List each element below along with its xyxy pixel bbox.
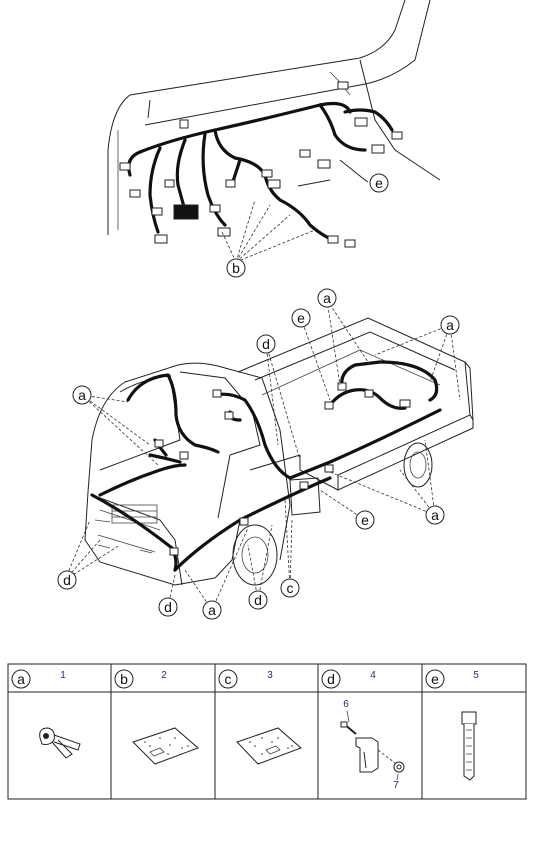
pad-part-icon-c	[236, 727, 302, 765]
table-header-number-3: 3	[267, 670, 273, 681]
upper-harness-view: e b	[107, 0, 441, 278]
table-header-number-4: 4	[370, 670, 376, 681]
connector-group-truck	[154, 382, 411, 556]
sub-number-6: 6	[343, 699, 349, 710]
parts-table: a 1 b 2 c 3 d 4 e 5	[7, 663, 527, 800]
sub-number-7: 7	[393, 780, 399, 791]
callout-truck-e-2: e	[361, 512, 369, 528]
table-header-letter-e: e	[431, 671, 439, 687]
table-header-number-1: 1	[60, 670, 66, 681]
truck-harness-view: a a a a a e e d d d d c	[57, 288, 474, 620]
table-header-number-5: 5	[473, 670, 479, 681]
table-header-letter-d: d	[327, 671, 335, 687]
callout-truck-d-2: d	[63, 572, 71, 588]
table-header-letter-a: a	[17, 671, 25, 687]
callout-truck-a-4: a	[431, 507, 439, 523]
pad-part-icon	[132, 727, 199, 765]
callout-truck-a-1: a	[78, 387, 86, 403]
callout-truck-a-3: a	[446, 317, 454, 333]
callout-truck-d-1: d	[262, 336, 270, 352]
callout-truck-d-3: d	[164, 599, 172, 615]
callout-truck-d-4: d	[254, 592, 262, 608]
callout-upper-b: b	[232, 260, 240, 276]
table-header-letter-b: b	[120, 671, 128, 687]
callout-upper-e: e	[375, 175, 383, 191]
clip-part-icon	[39, 727, 81, 759]
relay-box	[173, 204, 199, 220]
cable-tie-part-icon	[461, 711, 477, 781]
callout-truck-a-2: a	[323, 290, 331, 306]
connector-group-upper	[119, 81, 403, 248]
table-header-letter-c: c	[225, 671, 232, 687]
bracket-part-icon: 6 7	[340, 699, 405, 791]
callout-truck-a-5: a	[208, 602, 216, 618]
callout-truck-e-1: e	[297, 310, 305, 326]
callout-truck-c: c	[287, 580, 294, 596]
table-header-number-2: 2	[161, 670, 167, 681]
